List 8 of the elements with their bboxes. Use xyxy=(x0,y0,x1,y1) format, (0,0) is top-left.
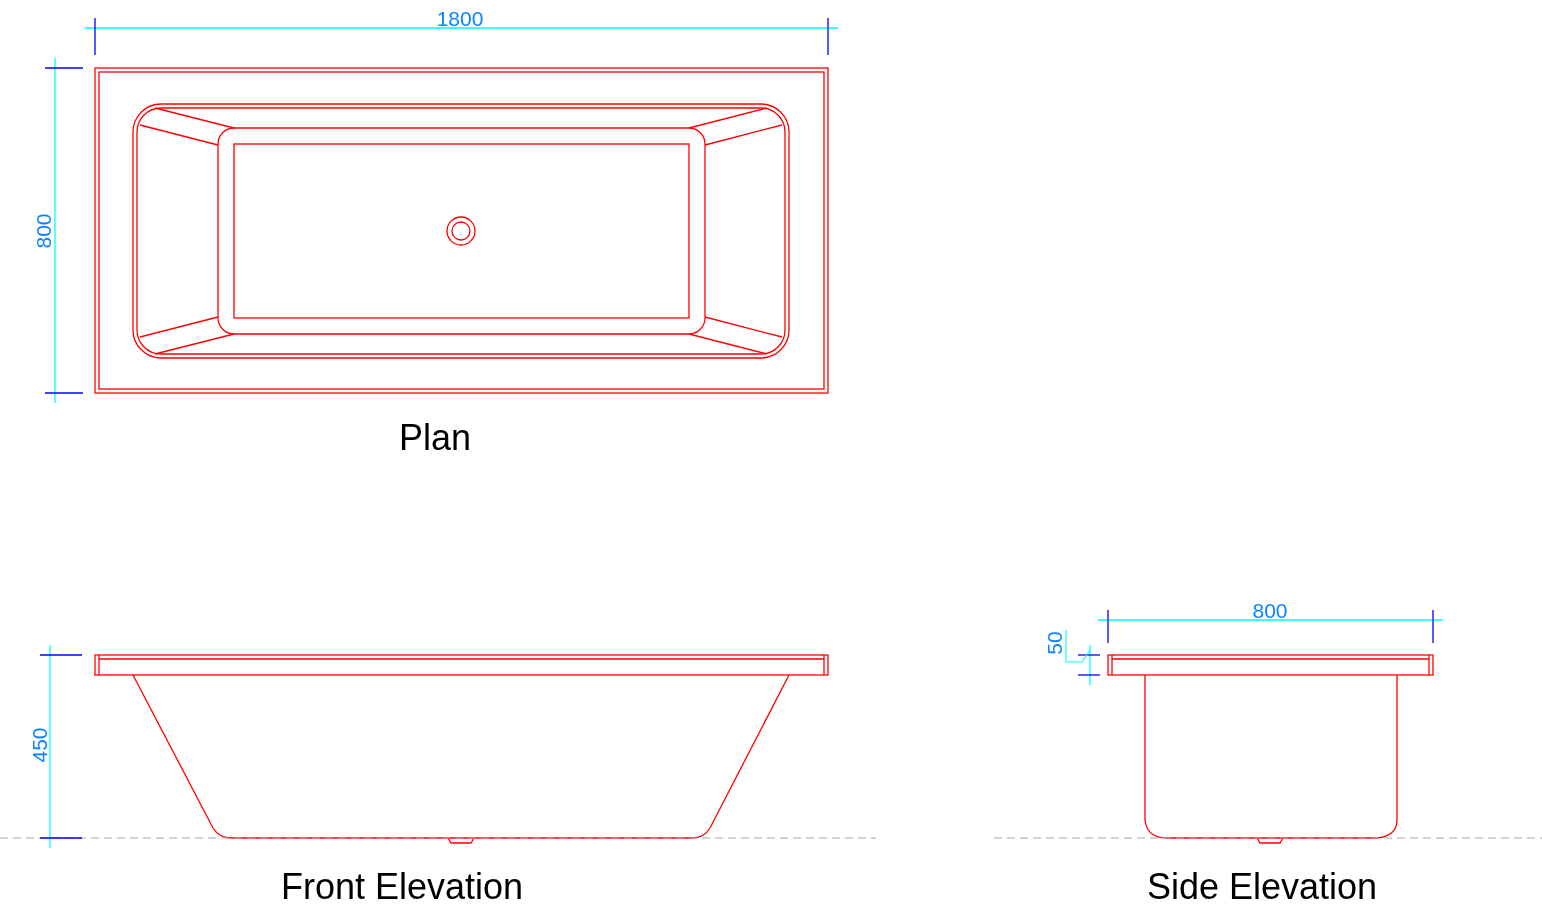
dimension-label: 50 xyxy=(1043,631,1065,655)
dimension-label: 450 xyxy=(28,727,50,763)
dimension-label: 800 xyxy=(32,213,54,249)
view-title: Plan xyxy=(398,420,472,456)
dimension-label: 800 xyxy=(1252,599,1288,621)
view-title: Side Elevation xyxy=(1146,869,1378,905)
view-title: Front Elevation xyxy=(280,869,524,905)
dimension-label: 1800 xyxy=(436,7,484,29)
